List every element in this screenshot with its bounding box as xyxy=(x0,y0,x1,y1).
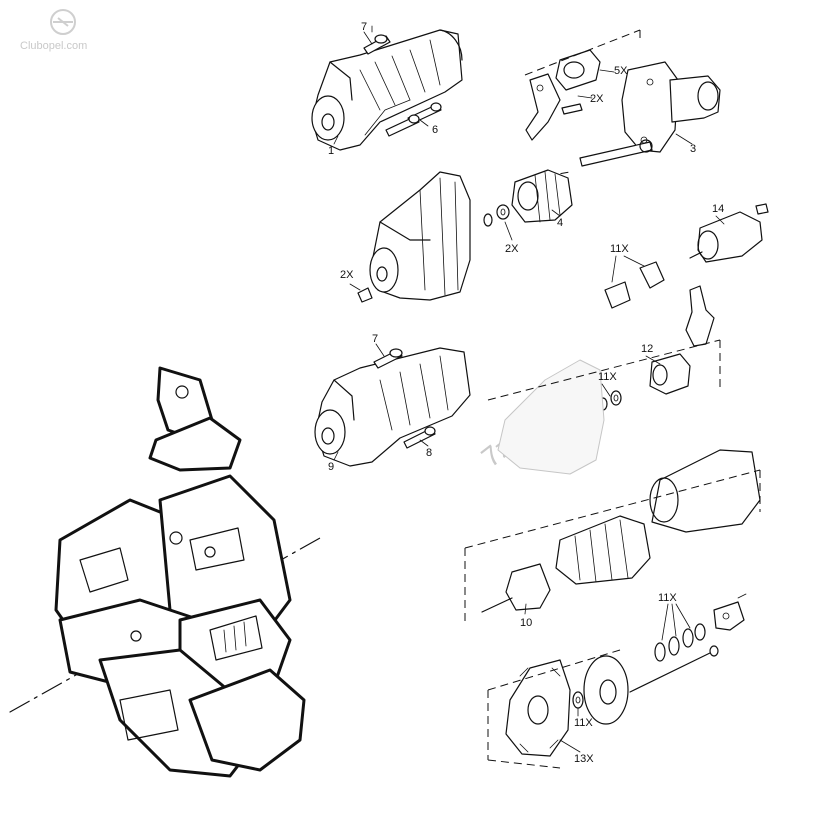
dashed-group-border-lower xyxy=(464,469,761,622)
part-6-bolts xyxy=(385,102,442,137)
part-12-pinion-variant xyxy=(649,285,715,395)
part-2x-washers-middle xyxy=(349,204,513,303)
part-7-bolt-top xyxy=(363,25,391,55)
part-3-drive-housing xyxy=(579,61,721,167)
part-9-starter-motor xyxy=(314,347,471,467)
callout-labels: 7 1 6 5X 2X 3 4 2X 2X 14 11X 7 12 11X 9 … xyxy=(328,21,724,765)
leader-lines xyxy=(333,31,725,753)
callout-11x-rings: 11X xyxy=(658,592,677,604)
callout-2x-left: 2X xyxy=(340,269,354,281)
callout-4: 4 xyxy=(557,217,563,229)
watermark-logo-top-left: Clubopel.com xyxy=(20,9,87,52)
callout-11x-upper: 11X xyxy=(610,243,629,255)
callout-10: 10 xyxy=(520,617,532,629)
callout-2x-top: 2X xyxy=(590,93,604,105)
part-11x-contacts-upper xyxy=(604,255,665,309)
callout-14: 14 xyxy=(712,203,724,215)
callout-1: 1 xyxy=(328,145,334,157)
ghost-housing xyxy=(497,359,605,475)
callout-11x-lower: 11X xyxy=(574,717,593,729)
part-7-bolt-mid xyxy=(373,348,403,369)
callout-5x: 5X xyxy=(614,65,628,77)
part-10-armature-yoke xyxy=(481,449,761,613)
callout-3: 3 xyxy=(690,143,696,155)
cover-plate xyxy=(713,593,747,631)
dashed-group-border-top xyxy=(521,29,641,181)
part-8-bolts xyxy=(403,426,436,449)
part-1-starter-motor xyxy=(311,29,463,151)
through-bolt xyxy=(629,645,719,693)
callout-12: 12 xyxy=(641,343,653,355)
callout-7-mid: 7 xyxy=(372,333,378,345)
callout-13x: 13X xyxy=(574,753,594,765)
starter-motor-middle xyxy=(369,171,471,301)
callout-6: 6 xyxy=(432,124,438,136)
part-11x-washer-lower xyxy=(572,691,584,709)
part-11x-rings xyxy=(654,603,706,662)
dashed-group-border-mid xyxy=(487,339,721,401)
part-4-pinion-drive xyxy=(511,169,573,223)
callout-9: 9 xyxy=(328,461,334,473)
part-13x-brush-holder xyxy=(505,659,571,757)
callout-8: 8 xyxy=(426,447,432,459)
brush-holder-detail-view xyxy=(9,366,321,778)
callout-11x-mid: 11X xyxy=(598,371,617,383)
watermark-text-clubopel: Clubopel.com xyxy=(20,40,87,52)
part-5x-bushing-and-lever xyxy=(525,49,615,141)
end-cover-disc xyxy=(583,655,629,725)
callout-2x-mid: 2X xyxy=(505,243,519,255)
dashed-group-border-bottom xyxy=(487,649,621,769)
callout-7-top: 7 xyxy=(361,21,367,33)
part-14-solenoid xyxy=(689,203,769,263)
